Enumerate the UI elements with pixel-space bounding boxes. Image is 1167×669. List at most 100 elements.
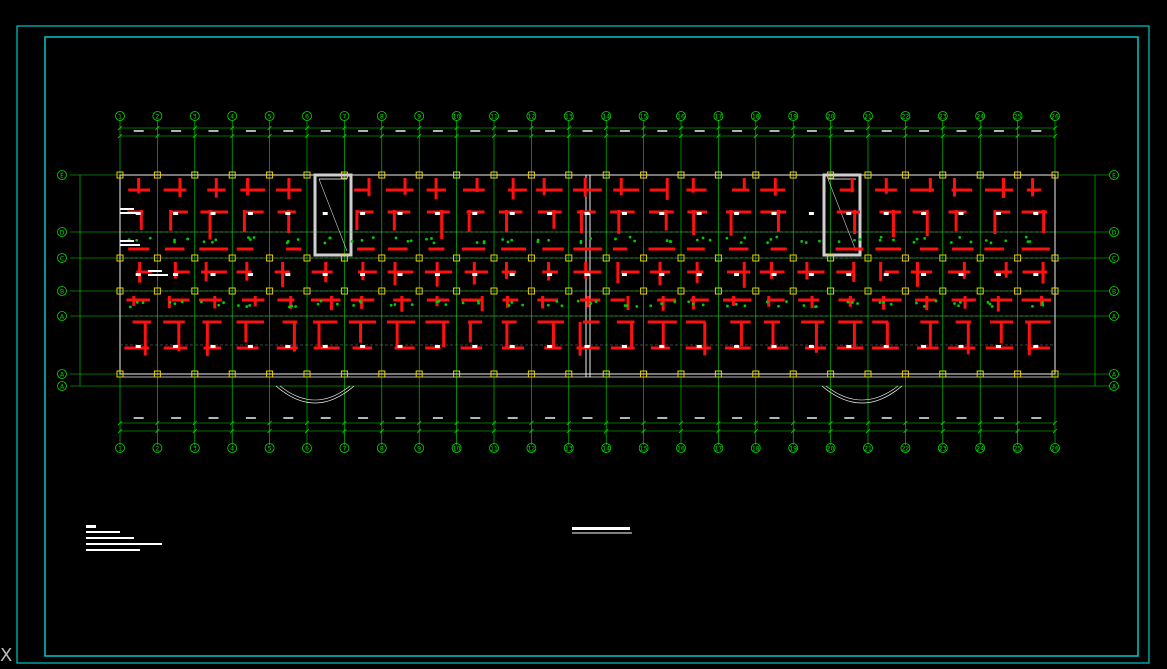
rebar-horizontal [461, 247, 486, 251]
rebar-horizontal [245, 210, 264, 214]
structural-column [602, 287, 610, 295]
dimension-text-mark [507, 130, 518, 132]
beam-label [1033, 212, 1039, 215]
rebar-note [501, 238, 504, 241]
rebar-note [294, 305, 297, 308]
axis-bubble [152, 111, 163, 121]
beam-label [621, 212, 627, 215]
beam-label [322, 345, 328, 348]
axis-bubble-label: B [1112, 288, 1116, 295]
notes-line [86, 543, 162, 545]
rebar-note [350, 240, 354, 243]
beam-label [547, 273, 553, 276]
rebar-note [915, 237, 919, 241]
axis-bubble-label: 26 [1051, 445, 1059, 452]
rebar-note [352, 303, 356, 307]
rebar-vertical [579, 210, 583, 234]
axis-bubble [57, 286, 67, 296]
rebar-vertical [852, 262, 856, 282]
dimension-tick [1052, 133, 1058, 139]
rebar-vertical [475, 178, 479, 193]
beam-label [135, 345, 141, 348]
rebar-vertical [661, 296, 665, 311]
rebar-horizontal [236, 270, 252, 274]
annotation-text [148, 274, 168, 276]
rebar-horizontal [616, 320, 635, 324]
dimension-tick [828, 420, 833, 426]
rebar-note [296, 238, 300, 241]
axis-bubble-label: D [1112, 229, 1117, 236]
dimension-tick [304, 125, 310, 131]
beam-label [734, 212, 740, 215]
axis-bubble-label: C [60, 255, 64, 262]
dimension-tick [828, 125, 833, 131]
rebar-note [837, 240, 841, 244]
rebar-horizontal [462, 188, 485, 192]
axis-bubble-label: 1 [118, 445, 122, 452]
plan-title-text [572, 527, 630, 530]
axis-bubble [57, 170, 67, 180]
rebar-vertical [205, 322, 209, 356]
structural-column [714, 171, 722, 179]
axis-bubble-label: 14 [602, 445, 610, 452]
structural-column [640, 370, 648, 378]
structural-column [602, 171, 610, 179]
axis-bubble [451, 443, 462, 453]
axis-bubble [825, 111, 836, 121]
rebar-note [328, 236, 332, 240]
rebar-note [769, 238, 773, 241]
dimension-tick [977, 420, 983, 426]
beam-label [547, 212, 553, 215]
drawing-frame-inner [44, 36, 1139, 657]
beam-label [434, 212, 440, 215]
rebar-vertical [885, 322, 889, 350]
rebar-vertical [742, 262, 746, 288]
dimension-text-mark [919, 417, 930, 419]
dimension-tick [977, 133, 983, 139]
beam-label [1033, 345, 1039, 348]
rebar-note [743, 304, 747, 308]
rebar-note [923, 236, 927, 240]
axis-bubble-label: 7 [342, 445, 346, 452]
dimension-tick [753, 428, 759, 434]
dimension-tick [491, 133, 497, 139]
rebar-vertical [852, 322, 856, 347]
beam-label [958, 345, 964, 348]
axis-bubble [713, 443, 724, 453]
entrance-canopy [821, 385, 903, 404]
rebar-note [853, 238, 856, 242]
rebar-vertical [289, 296, 293, 309]
annotation-text [148, 270, 162, 272]
beam-label [771, 273, 777, 276]
beam-label [360, 345, 366, 348]
rebar-vertical [137, 178, 141, 194]
axis-bubble-label: 3 [193, 445, 197, 452]
rebar-note [202, 240, 206, 244]
rebar-note [521, 303, 525, 307]
axis-bubble [526, 111, 537, 121]
axis-bubble [937, 111, 948, 121]
rebar-horizontal [686, 320, 706, 324]
notes-line [86, 549, 140, 551]
rebar-horizontal [536, 188, 563, 192]
structural-column [976, 171, 984, 179]
dimension-tick [790, 125, 796, 131]
dimension-text-mark [432, 417, 443, 419]
rebar-vertical [324, 262, 328, 283]
entrance-canopy [279, 385, 351, 401]
beam-label [434, 273, 440, 276]
rebar-note [135, 300, 139, 304]
rebar-note [1031, 304, 1034, 308]
axis-bubble-label: 16 [677, 445, 685, 452]
rebar-vertical [692, 210, 696, 236]
rebar-horizontal [461, 298, 484, 302]
axis-bubble-label: 24 [976, 113, 984, 120]
structural-column [228, 370, 236, 378]
rebar-vertical [665, 178, 669, 200]
dimension-text-mark [993, 417, 1004, 419]
rebar-note [546, 303, 550, 307]
axis-bubble-label: 25 [1014, 445, 1022, 452]
rebar-note [882, 301, 885, 304]
dimension-text-mark [732, 130, 743, 132]
